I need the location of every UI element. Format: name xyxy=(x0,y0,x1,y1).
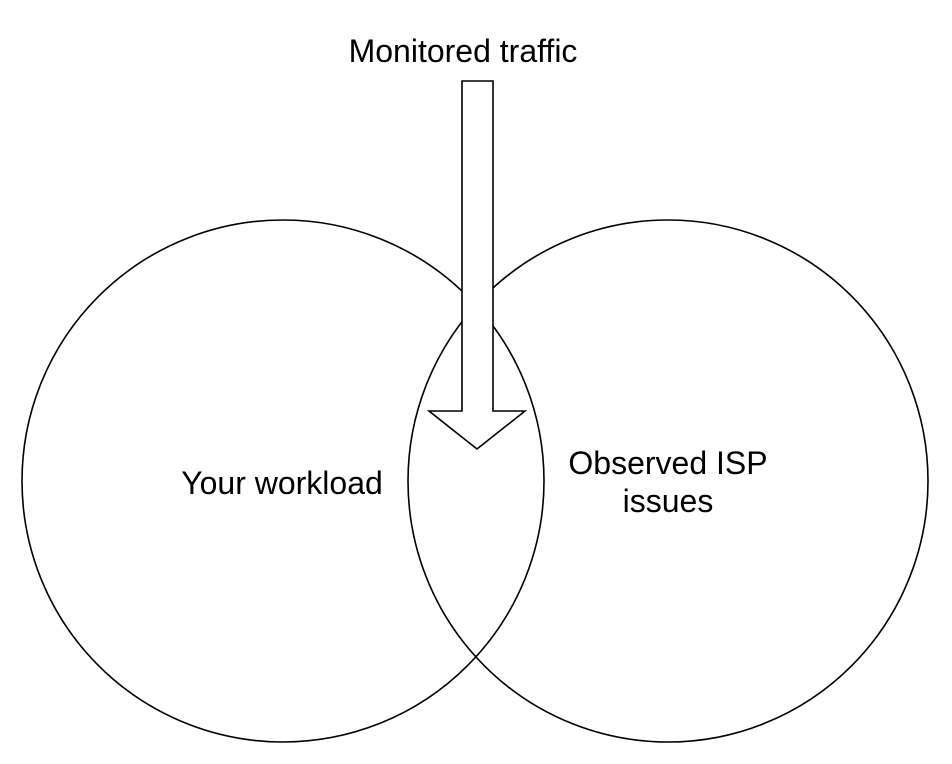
arrow-label: Monitored traffic xyxy=(349,33,578,69)
monitored-traffic-arrow xyxy=(426,80,528,451)
isp-issues-label-line1: Observed ISP xyxy=(568,445,767,481)
workload-circle xyxy=(21,219,545,743)
isp-issues-circle xyxy=(407,219,929,743)
workload-label: Your workload xyxy=(181,465,383,501)
isp-issues-label-line2: issues xyxy=(623,483,714,519)
